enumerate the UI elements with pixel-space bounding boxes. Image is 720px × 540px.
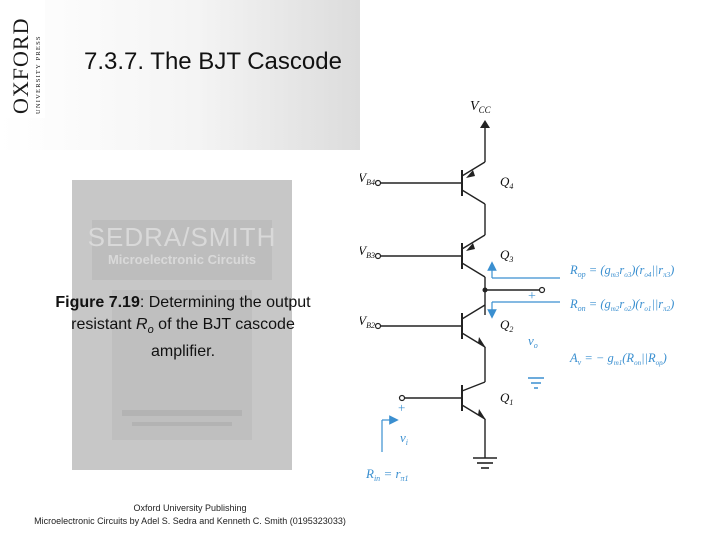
rop-par: ||r [651,263,663,277]
rin-rpi-sub: π1 [401,474,409,483]
av-sub: v [578,358,582,367]
ron-par: ||r [651,297,663,311]
oxford-logo: OXFORD UNIVERSITY PRESS [0,0,45,118]
svg-text:VB2: VB2 [360,313,375,330]
svg-text:VCC: VCC [470,99,492,115]
svg-text:Q3: Q3 [500,247,513,264]
vi-sub: i [406,438,408,447]
plus-input: + [398,400,405,415]
slide-title: 7.3.7. The BJT Cascode [84,48,342,75]
book-title: Microelectronic Circuits [108,252,256,267]
vb3-sub: B3 [366,251,375,260]
vo-sub: o [534,341,538,350]
svg-text:Av = − gm1(Ron||Rop): Av = − gm1(Ron||Rop) [569,351,667,367]
rin-label: R [365,466,374,481]
vb4-sub: B4 [366,178,375,187]
rin-sub: in [374,474,380,483]
ron-rpi-sub: π2 [663,305,671,313]
rop-end: ) [669,263,674,277]
transistor-q3: VB3 Q3 [360,204,513,278]
transistor-q1: Q1 [398,347,513,469]
ron-label: R [569,297,578,311]
caption-symbol: R [136,316,148,333]
vcc-label: V [470,99,480,114]
svg-text:vi: vi [400,430,408,447]
q4-label: Q [500,174,510,189]
vcc-rail: VCC [470,99,492,148]
input-source: + vi Rin = rπ1 [365,400,409,483]
rop-r2-sub: o4 [644,271,652,279]
header-band [0,0,360,150]
rop-eq: = (g [586,263,611,277]
ron-eq: = (g [586,297,611,311]
av-label: A [569,351,578,365]
q1-sub: 1 [509,398,513,407]
q3-sub: 3 [508,255,513,264]
svg-text:VB3: VB3 [360,243,375,260]
av-paren: (R [622,351,634,365]
equations: Rop = (gm3ro3)(ro4||rπ3) Ron = (gm2ro2)(… [569,263,674,367]
q1-label: Q [500,390,510,405]
ron-gm-sub: m2 [611,305,620,313]
q2-sub: 2 [509,325,513,334]
svg-text:VB4: VB4 [360,170,375,187]
ron-sub: on [578,304,586,313]
rop-r1: r [619,263,624,277]
caption-text-end: of the BJT cascode amplifier. [150,316,295,361]
svg-text:Rin = rπ1: Rin = rπ1 [365,466,409,483]
source-line-1: Oxford University Publishing [133,503,247,513]
svg-text:Ron = (gm2ro2)(ro1||rπ2): Ron = (gm2ro2)(ro1||rπ2) [569,297,674,313]
ron-end: ) [669,297,674,311]
ron-r2-sub: o1 [644,305,651,313]
book-author: SEDRA/SMITH [88,222,277,252]
cascode-circuit: VCC VB4 Q4 VB3 Q3 + vo [360,99,674,483]
svg-text:vo: vo [528,333,538,350]
svg-text:Q4: Q4 [500,174,513,191]
transistor-q4: VB4 Q4 [360,148,513,205]
av-eq: = − g [581,351,614,365]
logo-subtext: UNIVERSITY PRESS [35,35,42,114]
av-rop-sub: op [656,359,664,367]
vcc-sub: CC [479,105,492,115]
av-par: ||R [641,351,656,365]
plus-output: + [528,289,536,304]
source-line-2: Microelectronic Circuits by Adel S. Sedr… [34,516,346,526]
rop-rpi-sub: π3 [663,271,671,279]
ground-output [528,377,544,389]
av-end: ) [662,351,667,365]
caption-text: : Determining the output resistant [71,294,311,333]
q3-label: Q [500,247,510,262]
av-ron-sub: on [634,359,642,367]
rop-gm-sub: m3 [611,271,620,279]
q4-sub: 4 [509,182,513,191]
ron-mid: )(r [630,297,644,311]
vi-label: v [400,430,406,445]
source-credit: Oxford University Publishing Microelectr… [20,502,360,528]
av-gm-sub: m1 [614,359,623,367]
vb2-sub: B2 [366,321,375,330]
ron-r1: r [619,297,624,311]
vb2-label: V [360,313,368,328]
caption-figure-label: Figure 7.19 [55,294,140,311]
rin-eq: = r [380,466,401,481]
svg-text:Q1: Q1 [500,390,513,407]
output-node: + vo [482,261,560,350]
rop-label: R [569,263,578,277]
vb3-label: V [360,243,368,258]
vb4-label: V [360,170,368,185]
transistor-q2: VB2 Q2 [360,304,513,348]
rop-r1-sub: o3 [624,271,632,279]
logo-text: OXFORD [8,18,33,114]
svg-text:Rop = (gm3ro3)(ro4||rπ3): Rop = (gm3ro3)(ro4||rπ3) [569,263,674,279]
rop-sub: op [578,270,586,279]
figure-caption: Figure 7.19: Determining the output resi… [52,292,314,363]
svg-text:Q2: Q2 [500,317,513,334]
caption-symbol-sub: o [147,324,154,337]
ron-r1-sub: o2 [624,305,632,313]
rop-mid: )(r [630,263,644,277]
vo-label: v [528,333,534,348]
book-cover: SEDRA/SMITH Microelectronic Circuits [72,180,292,470]
q2-label: Q [500,317,510,332]
